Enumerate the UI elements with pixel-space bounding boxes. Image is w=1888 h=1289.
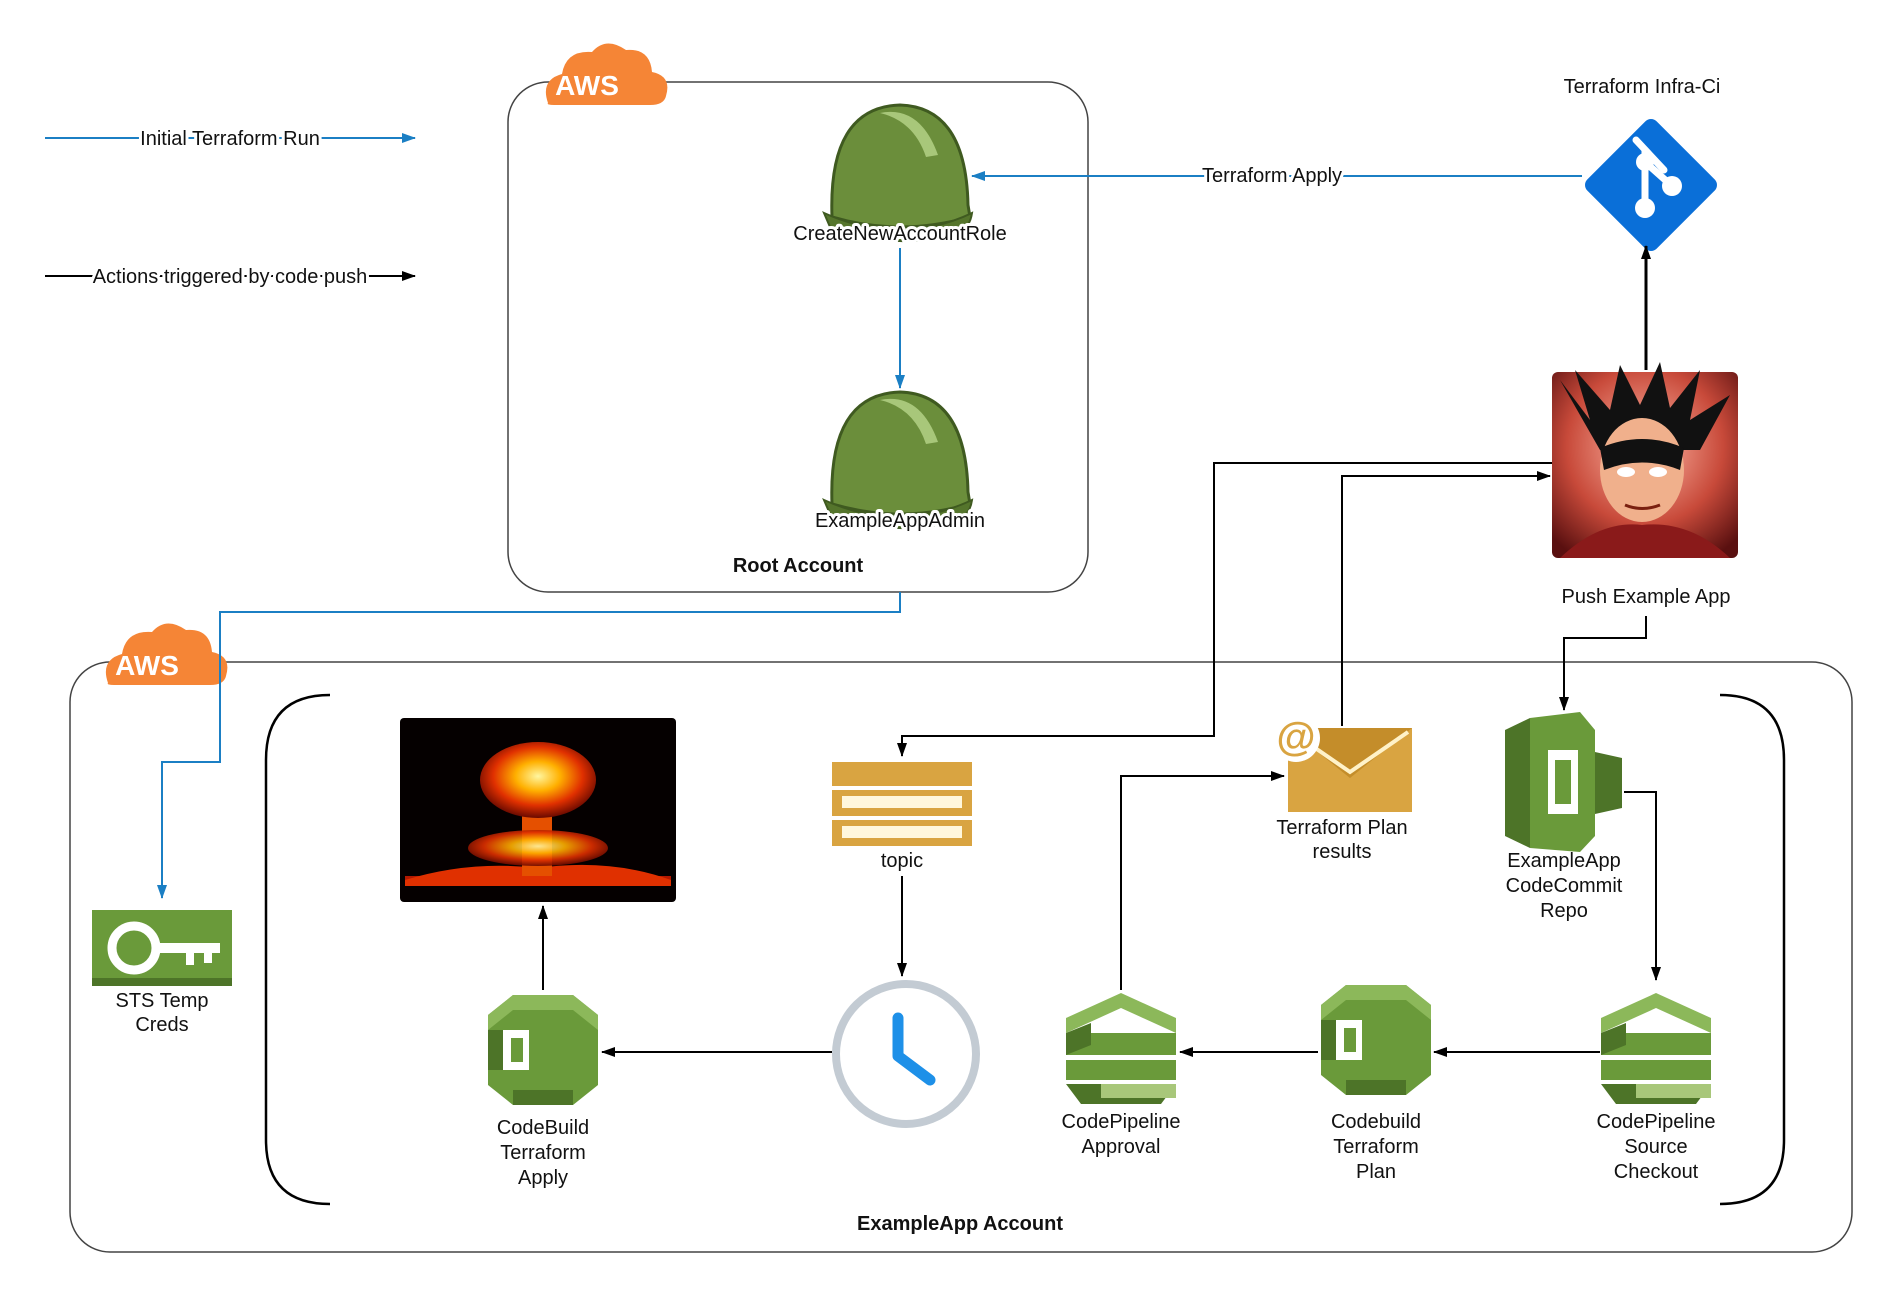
codebuild-plan-icon[interactable]: [1321, 985, 1431, 1095]
codebuild-plan-label-line1: Codebuild: [1331, 1111, 1421, 1133]
svg-text:@: @: [1276, 715, 1315, 759]
exampleapp-account-box: [69, 661, 1853, 1253]
root-account-title: Root Account: [733, 555, 864, 577]
git-icon[interactable]: [1582, 116, 1721, 255]
sns-topic-icon[interactable]: [832, 762, 972, 846]
codebuild-plan-label-line3: Plan: [1356, 1161, 1396, 1183]
codecommit-label-line3: Repo: [1540, 900, 1588, 922]
codebuild-apply-label-line2: Terraform: [500, 1142, 586, 1164]
developer-group: Push Example App: [1552, 245, 1738, 608]
exampleapp-account-title: ExampleApp Account: [857, 1213, 1063, 1235]
developer-avatar-icon[interactable]: [1552, 362, 1738, 558]
email-icon[interactable]: @: [1272, 714, 1412, 812]
email-to-developer-arrow: [1341, 471, 1551, 726]
codepipeline-approval-icon[interactable]: [1066, 993, 1176, 1104]
codebuild-apply-icon[interactable]: [488, 995, 598, 1105]
infra-ci-label: Terraform Infra-Ci: [1564, 76, 1721, 98]
approval-to-email-arrow: [1120, 771, 1285, 990]
codecommit-icon[interactable]: [1505, 712, 1622, 852]
codepipeline-source-icon[interactable]: [1601, 993, 1711, 1104]
admin-label: ExampleAppAdmin: [815, 510, 985, 532]
developer-label: Push Example App: [1562, 586, 1731, 608]
nuclear-explosion-image: [400, 718, 676, 902]
legend-initial-run-label: Initial Terraform Run: [140, 128, 320, 150]
source-label-line3: Checkout: [1614, 1161, 1699, 1183]
legend-code-push-label: Actions triggered by code push: [93, 266, 368, 288]
topic-label: topic: [881, 850, 923, 872]
root-aws-label: AWS: [555, 70, 619, 101]
sts-label-line2: Creds: [135, 1014, 188, 1036]
codebuild-plan-label-line2: Terraform: [1333, 1136, 1419, 1158]
codebuild-apply-label-line1: CodeBuild: [497, 1117, 589, 1139]
sts-label-line1: STS Temp: [116, 990, 209, 1012]
exampleapp-aws-label: AWS: [115, 650, 179, 681]
email-label-line1: Terraform Plan: [1276, 817, 1407, 839]
developer-to-codecommit-arrow: [1559, 616, 1647, 711]
exampleapp-account-group: AWS ExampleApp Account STS Temp Creds: [69, 462, 1853, 1253]
aws-cloud-icon: AWS: [545, 43, 668, 105]
developer-to-topic-arrow: [897, 462, 1552, 757]
root-account-group: AWS Root Account CreateNewAccountRole Ex…: [507, 43, 1089, 593]
create-role-label: CreateNewAccountRole: [793, 223, 1006, 245]
codecommit-to-source-arrow: [1624, 791, 1661, 981]
clock-icon[interactable]: [832, 980, 980, 1128]
terraform-apply-label: Terraform Apply: [1202, 165, 1342, 187]
admin-helmet-icon[interactable]: [822, 390, 974, 529]
admin-to-sts-arrow: [157, 592, 901, 899]
email-label-line2: results: [1313, 841, 1372, 863]
pipeline-right-bracket: [1719, 693, 1786, 1206]
source-label-line2: Source: [1624, 1136, 1687, 1158]
sts-key-icon[interactable]: [92, 910, 232, 986]
legend: Initial Terraform Run Actions triggered …: [45, 125, 416, 291]
approval-label-line1: CodePipeline: [1062, 1111, 1181, 1133]
infra-ci-group: Terraform Infra-Ci Terraform Apply: [971, 76, 1721, 255]
approval-label-line2: Approval: [1082, 1136, 1161, 1158]
root-account-box: [507, 81, 1089, 593]
create-role-helmet-icon[interactable]: [822, 103, 974, 242]
codebuild-apply-label-line3: Apply: [518, 1167, 568, 1189]
codecommit-label-line2: CodeCommit: [1506, 875, 1623, 897]
pipeline-left-bracket: [264, 693, 331, 1206]
aws-cloud-icon: AWS: [105, 623, 228, 685]
source-label-line1: CodePipeline: [1597, 1111, 1716, 1133]
codecommit-label-line1: ExampleApp: [1507, 850, 1620, 872]
